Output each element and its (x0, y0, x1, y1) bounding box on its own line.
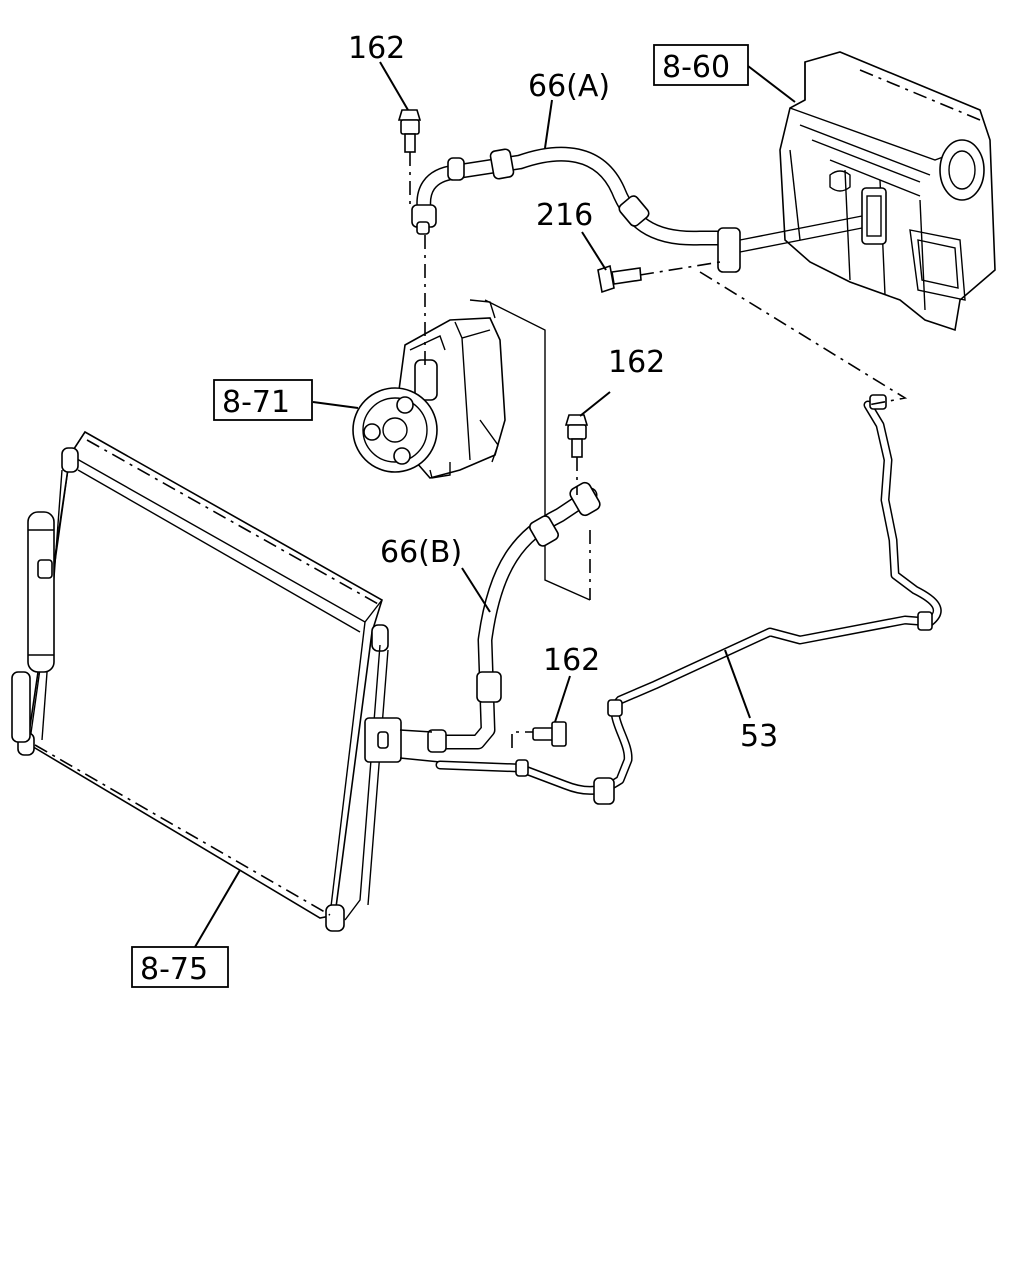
leader-8-75 (194, 869, 241, 948)
hose-66a (411, 146, 863, 273)
hvac-unit (779, 51, 996, 332)
leader-8-60 (747, 65, 796, 103)
dash-53-hvac (699, 271, 908, 406)
leader-66b (461, 567, 491, 613)
ref-box-8-60 (653, 44, 749, 86)
leader-216 (581, 231, 607, 271)
leader-162-mid (579, 391, 611, 417)
callout-66a: 66(A) (528, 69, 610, 104)
condenser (17, 430, 389, 932)
compressor-bracket-outline (484, 299, 591, 601)
hose-66b (364, 481, 601, 763)
callout-8-60: 8-60 (662, 50, 730, 85)
callout-8-71: 8-71 (222, 385, 290, 420)
callout-53: 53 (740, 719, 778, 754)
leader-66a (544, 99, 553, 149)
bolt-162-low (532, 721, 567, 747)
compressor (352, 299, 506, 479)
dash-bolt-low (511, 731, 533, 748)
callout-162-top: 162 (348, 31, 405, 66)
leader-8-71 (312, 401, 359, 409)
leader-162-top (379, 61, 409, 111)
callout-162-low: 162 (543, 643, 600, 678)
callout-162-mid: 162 (608, 345, 665, 380)
bolt-162-top (397, 109, 422, 153)
callout-8-75: 8-75 (140, 952, 208, 987)
bolt-162-mid (564, 414, 589, 458)
leader-162-low (554, 675, 571, 723)
pipe-53 (435, 394, 942, 805)
receiver-drier (11, 511, 55, 743)
ref-box-8-71 (213, 379, 313, 421)
callout-216: 216 (536, 198, 593, 233)
ref-box-8-75 (131, 946, 229, 988)
leader-53 (724, 649, 751, 719)
bolt-216 (597, 264, 642, 294)
callout-66b: 66(B) (380, 535, 462, 570)
